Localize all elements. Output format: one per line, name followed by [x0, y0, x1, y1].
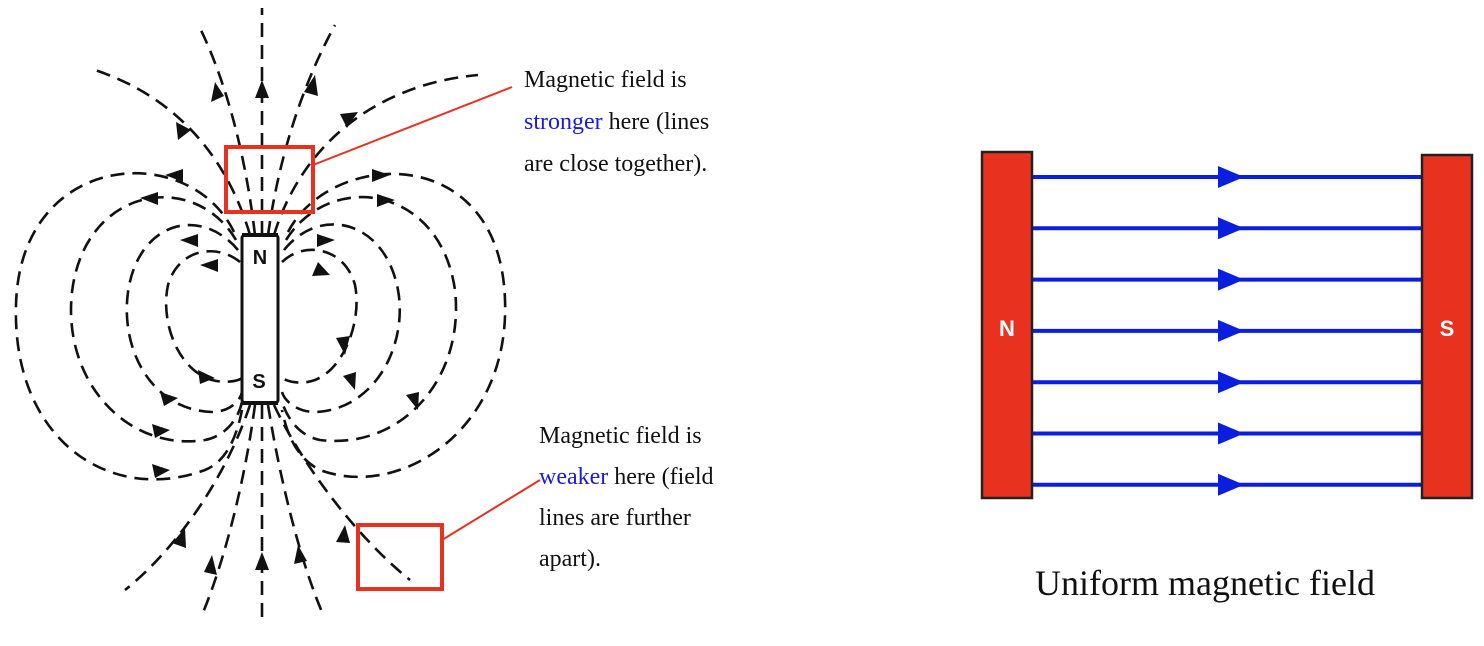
strong-annotation-line2-rest: here (lines: [603, 109, 710, 135]
weak-field-annotation: Magnetic field is weaker here (field lin…: [539, 423, 714, 572]
strong-field-leader-line: [312, 86, 513, 166]
bar-magnet-north-label: N: [253, 247, 267, 269]
arrowhead: [140, 192, 158, 205]
uniform-field-arrowhead: [1218, 268, 1244, 291]
field-loop-right-3: [280, 195, 458, 443]
weak-annotation-line3: lines are further: [539, 505, 691, 531]
arrowhead: [343, 372, 356, 390]
uniform-south-label: S: [1440, 316, 1455, 341]
field-loop-right-4: [280, 172, 507, 479]
arrowhead: [372, 169, 390, 182]
field-arrowheads: [140, 75, 419, 575]
field-line-down-left-1: [200, 404, 257, 616]
arrowhead: [160, 392, 178, 406]
arrowhead: [294, 545, 307, 564]
uniform-field-arrowhead: [1218, 422, 1244, 445]
arrowhead: [312, 262, 330, 276]
uniform-field-arrowhead: [1218, 166, 1244, 188]
bar-magnet-south-label: S: [252, 371, 265, 393]
arrowhead: [152, 464, 170, 478]
uniform-north-block: [980, 150, 1034, 500]
uniform-field-arrowhead: [1218, 473, 1244, 496]
field-line-down-right-2: [272, 404, 411, 582]
arrowhead: [152, 424, 170, 438]
strong-highlight-word: stronger: [524, 109, 603, 135]
strong-field-annotation: Magnetic field is stronger here (lines a…: [524, 67, 709, 177]
arrowhead: [176, 122, 191, 140]
weak-highlight-word: weaker: [539, 464, 608, 490]
strong-field-callout-box: [224, 145, 315, 214]
arrowhead: [377, 194, 395, 207]
weak-annotation-line1: Magnetic field is: [539, 423, 702, 449]
field-line-up-right-1: [266, 24, 337, 236]
field-loop-left-2: [125, 223, 244, 414]
uniform-field-arrowhead: [1218, 217, 1244, 240]
uniform-field-arrowhead: [1218, 371, 1244, 394]
arrowhead: [336, 525, 350, 543]
field-line-up-right-2: [272, 73, 479, 236]
weak-annotation-line2-rest: here (field: [608, 464, 713, 490]
arrowhead: [255, 552, 269, 570]
field-line-down-left-2: [124, 404, 252, 592]
uniform-field-lines: [1032, 166, 1422, 496]
field-loop-right-1: [281, 248, 358, 384]
field-loop-right-2: [280, 223, 401, 414]
arrowhead: [204, 555, 217, 575]
arrowhead: [317, 234, 335, 247]
strong-annotation-line3: are close together).: [524, 151, 707, 177]
uniform-field-diagram: N S Uniform magnetic field: [980, 150, 1474, 603]
field-loop-left-4: [14, 172, 244, 481]
field-loop-left-3: [69, 196, 244, 443]
arrowhead: [304, 75, 318, 96]
weak-annotation-line4: apart).: [539, 546, 601, 572]
arrowhead: [211, 82, 224, 102]
arrowhead: [406, 392, 419, 410]
field-line-up-left-2: [94, 68, 252, 236]
arrowhead: [200, 259, 218, 272]
uniform-field-caption: Uniform magnetic field: [1035, 563, 1375, 603]
bar-magnet-field: N S: [14, 8, 541, 618]
strong-annotation-line2: stronger here (lines: [524, 109, 709, 135]
uniform-north-label: N: [999, 316, 1015, 341]
arrowhead: [172, 528, 186, 548]
field-line-down-right-1: [266, 404, 324, 613]
arrowhead: [165, 169, 183, 182]
weak-field-leader-line: [441, 479, 541, 541]
uniform-south-block: [1420, 153, 1474, 500]
arrowhead: [180, 234, 198, 247]
arrowhead: [255, 80, 269, 98]
strong-annotation-line1: Magnetic field is: [524, 67, 687, 93]
weak-field-callout-box: [356, 523, 444, 591]
arrowhead: [340, 112, 358, 128]
arrowhead: [336, 336, 350, 355]
field-loop-left-1: [164, 249, 243, 383]
weak-annotation-line2: weaker here (field: [539, 464, 714, 490]
field-line-up-left-1: [198, 27, 257, 236]
uniform-field-arrowhead: [1218, 319, 1244, 342]
arrowhead: [198, 370, 215, 384]
